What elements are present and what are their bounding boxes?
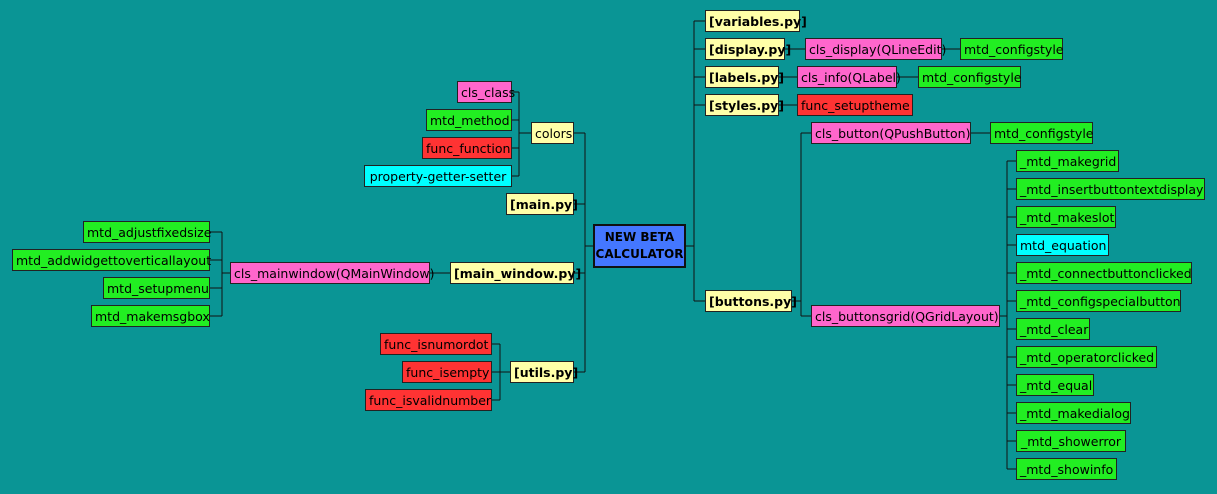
grid-method-node: mtd_equation: [1016, 234, 1109, 256]
grid-method-node: _mtd_configspecialbutton: [1016, 290, 1181, 312]
cls-display-node: cls_display(QLineEdit): [805, 38, 946, 60]
mtd-setupmenu-node: mtd_setupmenu: [103, 277, 210, 299]
grid-method-node: _mtd_showerror: [1016, 430, 1126, 452]
grid-method-node: _mtd_makegrid: [1016, 150, 1119, 172]
mtd-addwidgettoverticallayout-node: mtd_addwidgettoverticallayout: [12, 249, 211, 271]
legend-function-node: func_function: [422, 137, 512, 159]
grid-method-node: _mtd_insertbuttontextdisplay: [1016, 178, 1205, 200]
mtd-makemsgbox-node: mtd_makemsgbox: [91, 305, 210, 327]
styles-py-node: [styles.py]: [705, 94, 784, 116]
root-line2: CALCULATOR: [595, 247, 684, 261]
main-py-node: [main.py]: [506, 193, 578, 215]
cls-button-node: cls_button(QPushButton): [811, 122, 971, 144]
cls-buttonsgrid-node: cls_buttonsgrid(QGridLayout): [811, 305, 1000, 327]
legend-class-node: cls_class: [457, 81, 515, 103]
legend-property-node: property-getter-setter: [364, 165, 512, 187]
button-mtd-configstyle-node: mtd_configstyle: [990, 122, 1094, 144]
grid-method-node: _mtd_showinfo: [1016, 458, 1117, 480]
root-node: NEW BETA CALCULATOR: [593, 224, 686, 268]
grid-method-node: _mtd_equal: [1016, 374, 1094, 396]
cls-mainwindow-node: cls_mainwindow(QMainWindow): [230, 262, 434, 284]
func-isnumordot-node: func_isnumordot: [380, 333, 492, 355]
buttons-py-node: [buttons.py]: [705, 290, 797, 312]
root-line1: NEW BETA: [604, 230, 675, 244]
variables-py-node: [variables.py]: [705, 10, 807, 32]
main-window-py-node: [main_window.py]: [450, 262, 581, 284]
func-setuptheme-node: func_setuptheme: [797, 94, 913, 116]
display-py-node: [display.py]: [705, 38, 791, 60]
grid-method-node: _mtd_makedialog: [1016, 402, 1131, 424]
colors-node: colors: [531, 122, 574, 144]
func-isvalidnumber-node: func_isvalidnumber: [365, 389, 492, 411]
grid-method-node: _mtd_makeslot: [1016, 206, 1116, 228]
labels-mtd-configstyle-node: mtd_configstyle: [918, 66, 1022, 88]
grid-method-node: _mtd_clear: [1016, 318, 1090, 340]
grid-method-node: _mtd_connectbuttonclicked: [1016, 262, 1192, 284]
utils-py-node: [utils.py]: [510, 361, 578, 383]
func-isempty-node: func_isempty: [402, 361, 492, 383]
grid-method-node: _mtd_operatorclicked: [1016, 346, 1157, 368]
mtd-adjustfixedsize-node: mtd_adjustfixedsize: [83, 221, 211, 243]
cls-info-node: cls_info(QLabel): [797, 66, 901, 88]
legend-method-node: mtd_method: [426, 109, 512, 131]
display-mtd-configstyle-node: mtd_configstyle: [960, 38, 1064, 60]
labels-py-node: [labels.py]: [705, 66, 784, 88]
